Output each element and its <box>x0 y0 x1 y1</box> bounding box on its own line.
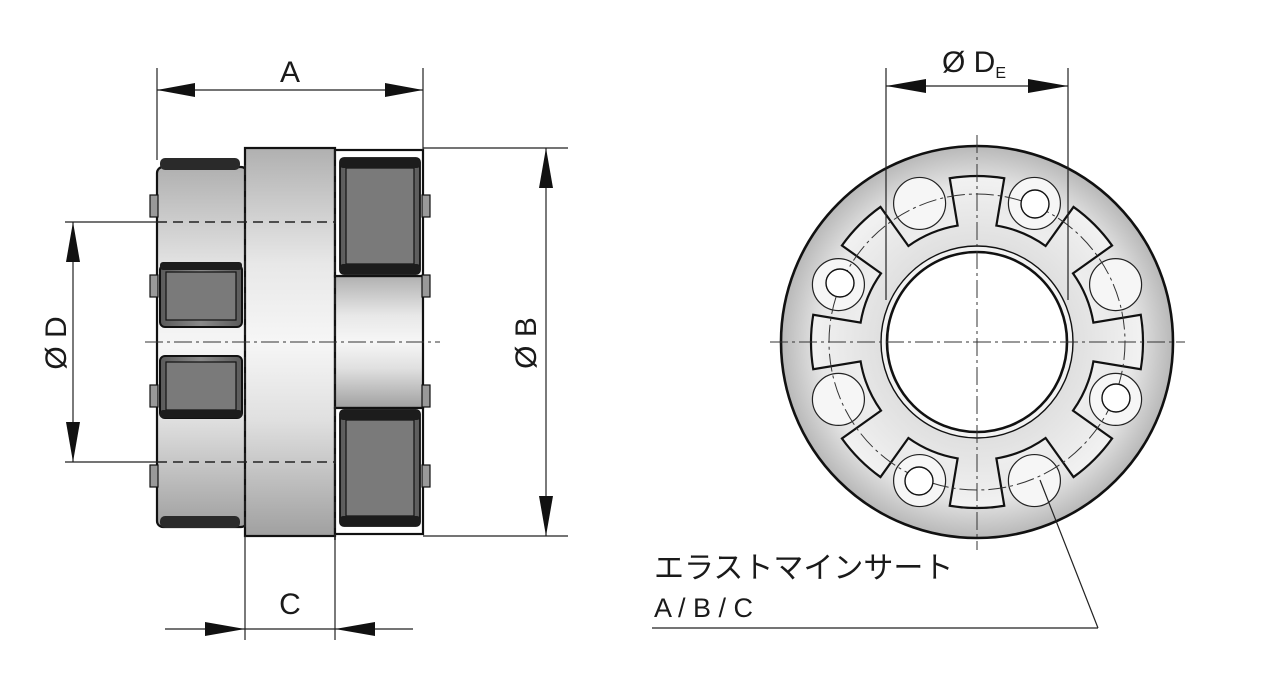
dimension-c-label: C <box>279 588 301 621</box>
dimension-a-label: A <box>280 56 300 89</box>
bolt-hole <box>825 189 1131 496</box>
dimension-b-label: Ø B <box>510 317 543 369</box>
dimension-d-label: Ø D <box>40 316 73 369</box>
callout-variants: A / B / C <box>654 593 753 623</box>
left-hub-rim-bottom <box>160 516 240 528</box>
dimension-de: Ø DE <box>885 46 1069 300</box>
dimension-b: Ø B <box>423 147 568 537</box>
spider-lobe <box>811 372 866 427</box>
dimension-de-label: Ø DE <box>942 46 1006 82</box>
dimension-a: A <box>156 56 424 160</box>
spider-lobe <box>892 176 947 231</box>
left-hub-body <box>155 165 249 529</box>
dimension-d: Ø D <box>40 221 157 463</box>
elastomer-callout: エラストマインサート A / B / C <box>652 479 1099 629</box>
front-view <box>770 135 1185 550</box>
spider-lobe <box>1007 453 1062 508</box>
spider-lobe <box>1088 257 1143 312</box>
callout-title: エラストマインサート <box>654 551 953 586</box>
left-hub-rim-top <box>160 158 240 170</box>
side-view <box>145 146 440 540</box>
dimension-c: C <box>165 536 413 640</box>
